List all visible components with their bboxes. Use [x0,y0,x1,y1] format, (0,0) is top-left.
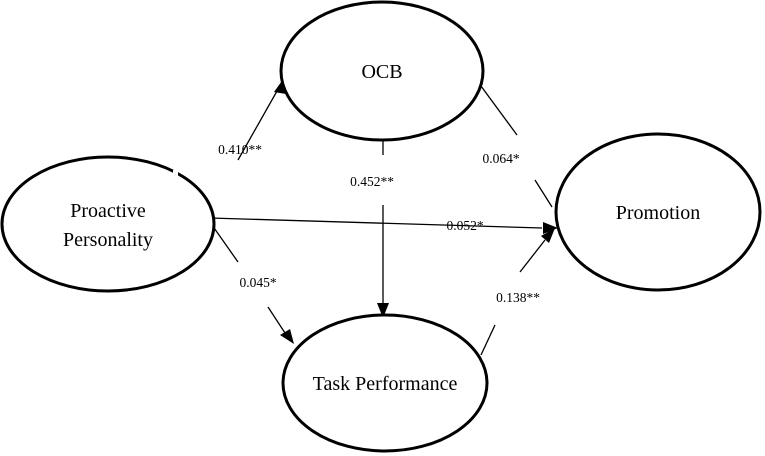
coef-proactive-to-task: 0.045* [239,275,276,290]
edge-proactive-to-promotion [209,217,543,229]
ellipse-gap [173,170,178,180]
node-ocb [279,0,485,142]
arrowhead-task-from-ocb [377,303,389,318]
edge-proactive-to-task-upper [211,224,239,263]
label-ocb: OCB [361,61,402,83]
edge-task-to-promotion-lower [480,324,496,356]
label-promotion: Promotion [616,202,700,224]
edge-task-to-promotion-upper [519,239,546,273]
arrowhead-promotion-from-proactive [543,222,558,234]
coef-proactive-to-ocb: 0.410** [218,142,262,157]
coef-ocb-to-promotion: 0.064* [482,151,519,166]
label-proactive-line1: Proactive [70,200,146,222]
edge-ocb-to-promotion-upper [477,81,518,136]
coef-ocb-to-task: 0.452** [350,174,394,189]
coef-task-to-promotion: 0.138** [496,290,540,305]
edge-proactive-to-task-lower [267,306,286,334]
label-proactive-line2: Personality [63,229,153,251]
label-task-performance: Task Performance [313,373,458,395]
node-task-performance [281,313,489,453]
edge-proactive-to-ocb [237,83,282,161]
edge-ocb-to-promotion-lower [534,179,553,208]
arrowhead-promotion-from-task [541,228,555,243]
node-proactive-personality [0,155,216,293]
node-promotion [554,132,762,292]
arrowhead-task-from-proactive [280,329,294,344]
coef-proactive-to-promotion: 0.052* [446,218,483,233]
